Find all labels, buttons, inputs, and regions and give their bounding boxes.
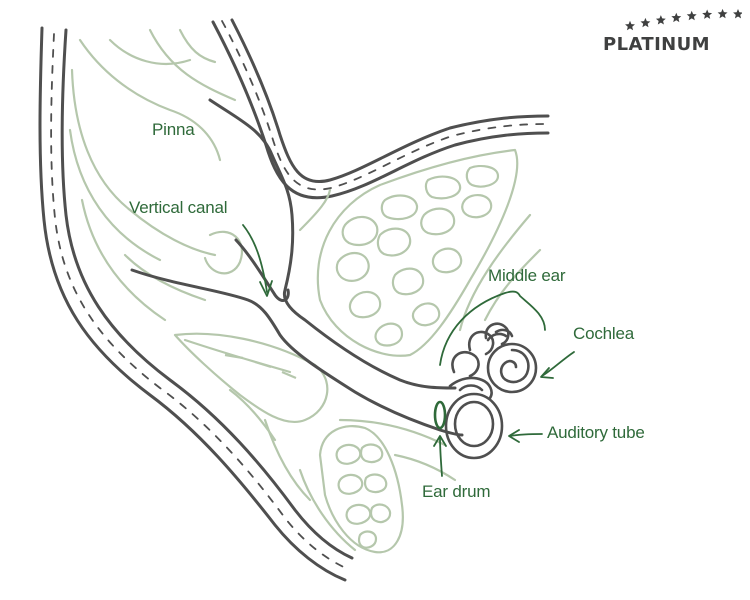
ossicle-chain [448, 376, 493, 400]
cartilage-mass-upper-outline [316, 148, 519, 357]
upper-wall-outer-line [230, 18, 550, 183]
star-icon [640, 17, 651, 28]
ear-canal-upper-edge [208, 98, 457, 390]
stars-arc-icon [625, 8, 742, 31]
brand-name: PLATINUM [603, 34, 710, 55]
label-arrows [242, 224, 575, 477]
arrow-vertical-canal [242, 224, 268, 293]
arrow-vertical-canal-head [259, 280, 273, 297]
cartilage-mass-lower-outline [318, 425, 404, 554]
tissue-contours [68, 28, 542, 552]
label-pinna: Pinna [152, 120, 195, 139]
label-cochlea: Cochlea [573, 324, 634, 343]
cochlea-turns [486, 328, 514, 342]
tympanic-bulla-inner [453, 400, 495, 448]
arrow-ear-drum [439, 437, 443, 477]
star-icon [671, 12, 682, 23]
star-icon [686, 10, 697, 21]
arrow-ear-drum-head [433, 435, 447, 447]
star-icon [717, 8, 728, 19]
arrow-cochlea [541, 351, 575, 377]
cartilage-mass-upper [316, 148, 519, 357]
ossicles [451, 322, 510, 392]
star-icon [655, 15, 666, 25]
ear-canal-lower-edge [130, 268, 464, 437]
upper-wall-inner-line [211, 20, 550, 200]
outer-wall-dashes [50, 33, 349, 570]
outer-wall-inner-line [60, 28, 354, 560]
outer-wall-outer-line [38, 26, 347, 582]
middle-ear-structures [444, 322, 538, 460]
outer-wall [38, 26, 354, 582]
lower-tissue-wedge [173, 332, 329, 423]
middle-ear-bracket [439, 290, 546, 366]
upper-wall-dashes [221, 20, 547, 191]
ear-canal [130, 98, 464, 437]
star-icon [625, 20, 635, 31]
star-icon [702, 9, 713, 19]
brand-logo: PLATINUM [600, 6, 742, 56]
vertical-canal-notch [234, 238, 290, 302]
label-ear-drum: Ear drum [422, 482, 491, 501]
tympanic-bulla [444, 392, 504, 460]
cartilage-mass-lower [318, 425, 404, 554]
star-icon [733, 8, 742, 19]
cochlea-outer [486, 342, 538, 394]
upper-wall [211, 18, 550, 200]
arrow-auditory-tube [509, 433, 543, 437]
label-middle-ear: Middle ear [488, 266, 566, 285]
ear-drum-membrane [433, 400, 447, 430]
cochlea-spiral [499, 348, 530, 384]
label-auditory-tube: Auditory tube [547, 423, 645, 442]
arrow-cochlea-head [540, 367, 554, 379]
label-vertical-canal: Vertical canal [129, 198, 228, 217]
arrow-auditory-tube-head [508, 429, 520, 443]
